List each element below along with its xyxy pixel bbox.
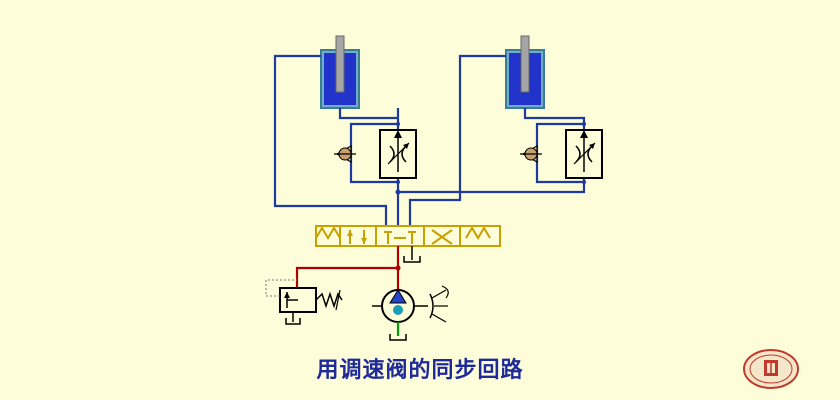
check-valve-right bbox=[520, 144, 542, 164]
speed-control-valve-right bbox=[565, 129, 603, 179]
relief-valve bbox=[265, 279, 343, 325]
junction-dots bbox=[395, 122, 586, 195]
directional-valve bbox=[315, 225, 501, 247]
speed-control-valve-left bbox=[379, 129, 417, 179]
directional-valve-arrowheads bbox=[347, 230, 367, 244]
cylinder-left bbox=[320, 35, 360, 109]
check-valve-left bbox=[334, 144, 356, 164]
suction-line bbox=[389, 322, 407, 341]
pressure-junction-dot bbox=[395, 265, 401, 271]
pump bbox=[372, 285, 449, 323]
cylinder-right bbox=[505, 35, 545, 109]
university-seal-icon bbox=[743, 349, 799, 389]
pressure-line bbox=[295, 246, 400, 290]
tank-symbol-valve bbox=[403, 246, 421, 263]
diagram-caption: 用调速阀的同步回路 bbox=[316, 358, 524, 383]
